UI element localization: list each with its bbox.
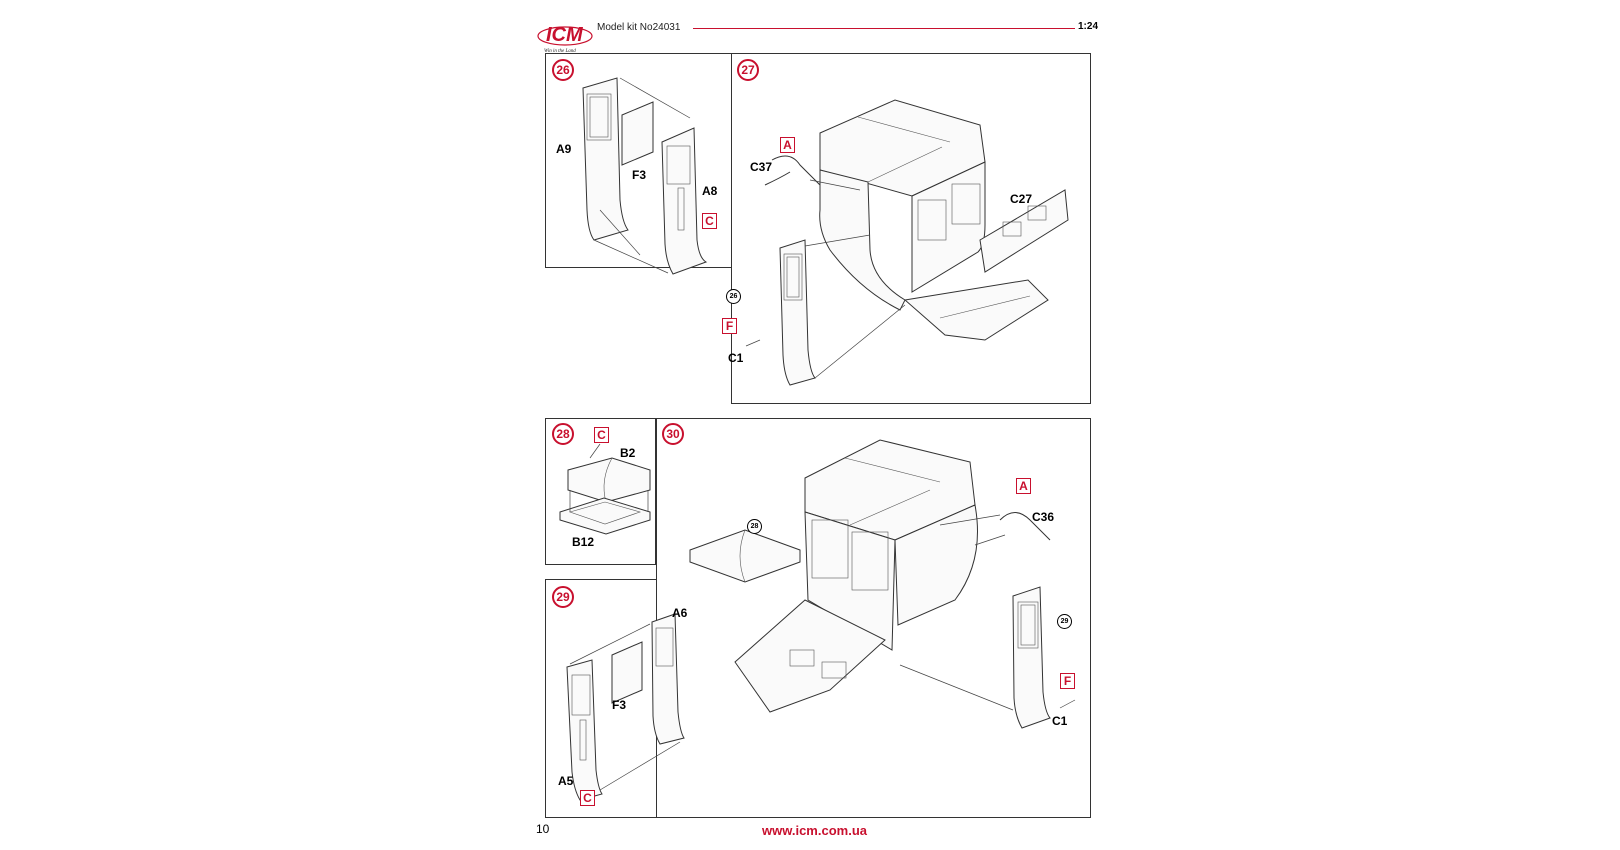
part-label-c36: C36	[1032, 510, 1055, 524]
part-label-f3: F3	[632, 168, 647, 182]
part-label-c37: C37	[750, 160, 773, 174]
glue-tag-c-29: C	[580, 790, 595, 806]
glue-tag-c-26: C	[702, 213, 717, 229]
glue-tag-a-30: A	[1016, 478, 1031, 494]
kit-label: Model kit No24031	[597, 22, 681, 33]
step-29-number: 29	[552, 586, 574, 608]
sub-assembly-ref-26: 26	[726, 289, 741, 304]
part-label-a5: A5	[558, 774, 574, 788]
sub-assembly-ref-29: 29	[1057, 614, 1072, 629]
part-label-b12: B12	[572, 535, 595, 549]
step-26-number: 26	[552, 59, 574, 81]
step-27-drawing	[745, 99, 1069, 386]
page-number: 10	[536, 822, 550, 836]
part-label-f3-29: F3	[612, 698, 627, 712]
svg-text:Win in the Land: Win in the Land	[544, 49, 576, 54]
glue-tag-f-30: F	[1060, 673, 1075, 689]
step-27-number: 27	[737, 59, 759, 81]
step-30-number: 30	[662, 423, 684, 445]
step-29-drawing	[566, 613, 685, 801]
part-label-a8: A8	[702, 184, 718, 198]
part-label-a9: A9	[556, 142, 572, 156]
step-28-number: 28	[552, 423, 574, 445]
part-label-c1-27: C1	[728, 351, 744, 365]
svg-text:ICM: ICM	[546, 24, 584, 46]
step-28-drawing	[559, 443, 651, 535]
glue-tag-a-27: A	[780, 137, 795, 153]
step-30-drawing	[689, 439, 1076, 729]
icm-logo: ICM Win in the Land	[536, 20, 594, 54]
scale-label: 1:24	[1078, 21, 1099, 32]
website-link[interactable]: www.icm.com.ua	[762, 823, 867, 838]
part-label-b2: B2	[620, 446, 636, 460]
part-label-a6: A6	[672, 606, 688, 620]
sub-assembly-ref-28: 28	[747, 519, 762, 534]
glue-tag-c-28: C	[594, 427, 609, 443]
part-label-c27: C27	[1010, 192, 1033, 206]
step-26-drawing	[582, 77, 708, 275]
part-label-c1-30: C1	[1052, 714, 1068, 728]
glue-tag-f-27: F	[722, 318, 737, 334]
header-rule	[693, 28, 1075, 29]
